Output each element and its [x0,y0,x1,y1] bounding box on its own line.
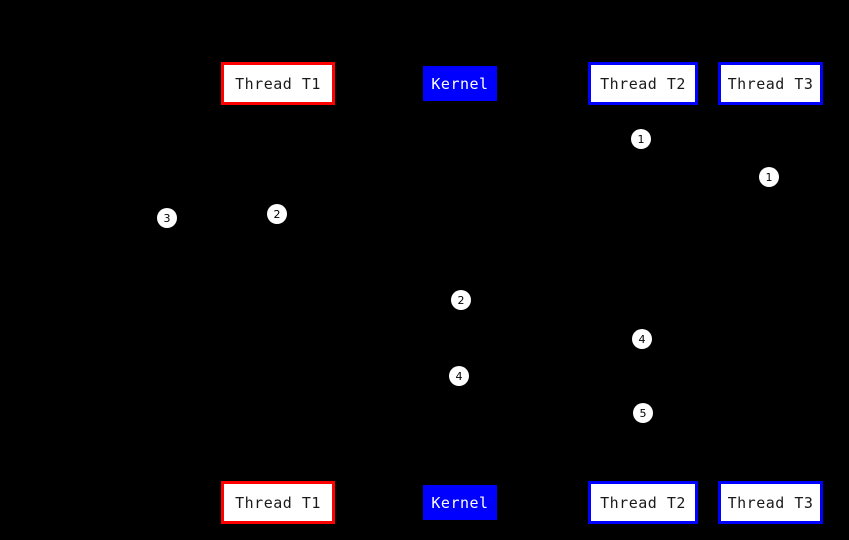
msg-1 [643,139,770,141]
participant-label: Kernel [431,74,489,93]
lifeline-t2 [642,105,644,481]
badge-t1-3: 3 [157,208,177,228]
participant-kernel-bottom[interactable]: Kernel [423,485,497,520]
badge-t1-2: 2 [267,204,287,224]
sequence-badge-number: 3 [163,211,171,225]
sequence-badge-number: 4 [455,369,463,383]
badge-kernel-4: 4 [449,366,469,386]
badge-t2-5: 5 [633,403,653,423]
msg-3 [277,300,460,302]
participant-label: Thread T3 [727,493,814,512]
sequence-badge-number: 5 [639,406,647,420]
badge-kernel-2: 2 [451,290,471,310]
badge-t3-1: 1 [759,167,779,187]
participant-kernel-top[interactable]: Kernel [423,66,497,101]
participant-label: Thread T1 [235,493,321,512]
lifeline-t3 [769,105,771,481]
sequence-badge-number: 2 [273,207,281,221]
participant-t3-top[interactable]: Thread T3 [718,62,823,105]
badge-t2-1: 1 [631,129,651,149]
sequence-badge-number: 4 [638,332,646,346]
badge-t2-4: 4 [632,329,652,349]
participant-t2-top[interactable]: Thread T2 [588,62,698,105]
participant-label: Thread T2 [600,74,686,93]
participant-label: Thread T1 [235,74,321,93]
msg-2 [167,214,277,216]
participant-t1-bottom[interactable]: Thread T1 [221,481,335,524]
msg-4 [460,376,643,378]
participant-t3-bottom[interactable]: Thread T3 [718,481,823,524]
sequence-badge-number: 1 [765,170,773,184]
participant-label: Thread T2 [600,493,686,512]
participant-label: Thread T3 [727,74,814,93]
sequence-badge-number: 1 [637,132,645,146]
participant-label: Kernel [431,493,489,512]
sequence-badge-number: 2 [457,293,465,307]
participant-t2-bottom[interactable]: Thread T2 [588,481,698,524]
lifeline-t1 [276,105,278,481]
participant-t1-top[interactable]: Thread T1 [221,62,335,105]
